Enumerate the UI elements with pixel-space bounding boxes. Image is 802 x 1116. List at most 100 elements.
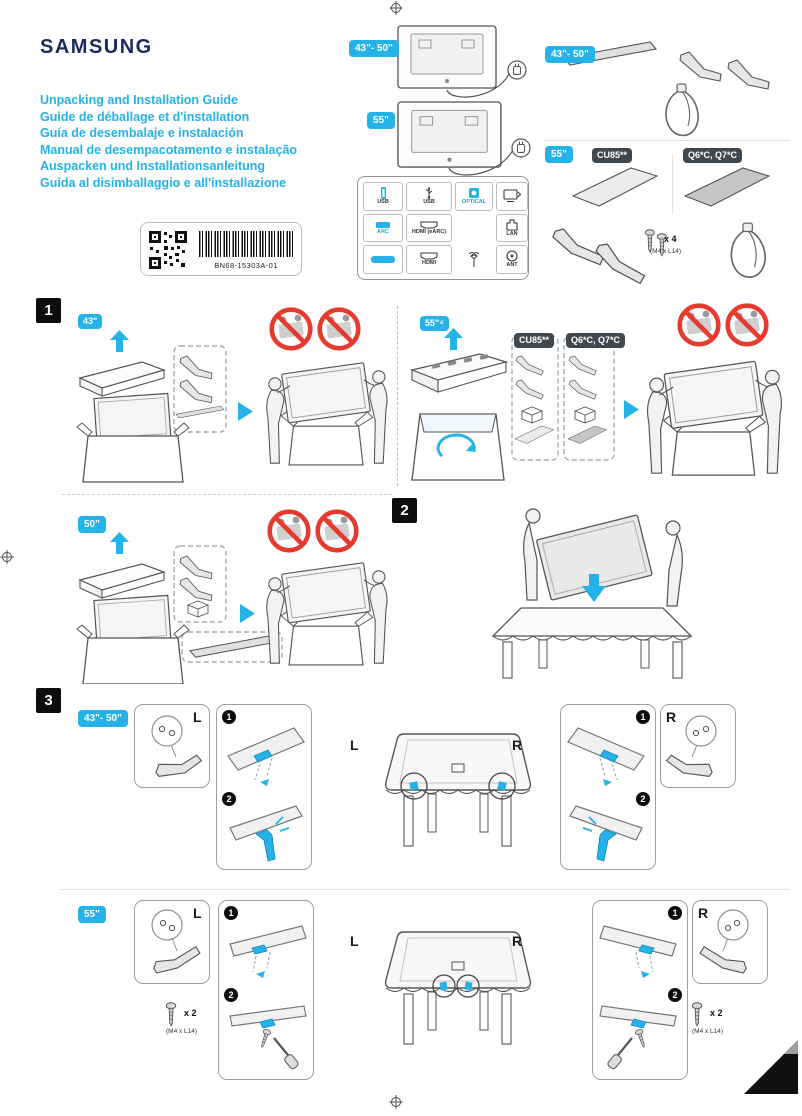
substep-1-badge-55: 1	[224, 906, 238, 920]
right-marker-detail-55: R	[698, 905, 709, 921]
substep-2-badge-55: 2	[224, 988, 238, 1002]
screw-stand-illustration-right-55	[596, 998, 680, 1076]
tv-back-diagram-43-50	[397, 25, 527, 98]
unboxing-illustration-50	[76, 532, 388, 684]
substep-1-badge-right: 1	[636, 710, 650, 724]
unboxing-illustration-43	[76, 330, 388, 483]
screw-qty-2-left: x 2	[184, 1008, 197, 1018]
no-touch-screen-icon-55	[676, 302, 722, 348]
unbox-model-badge-cu85: CU85**	[514, 333, 555, 348]
left-marker-table-4350: L	[350, 737, 359, 753]
screw-icon-right	[692, 1002, 703, 1027]
title-en: Unpacking and Installation Guide	[40, 93, 238, 107]
left-marker-detail-4350: L	[193, 709, 202, 725]
one-connect-port	[363, 245, 403, 274]
title-es: Guía de desembalaje e instalación	[40, 126, 244, 140]
title-de: Auspacken und Installationsanleitung	[40, 159, 266, 173]
size-badge-55: 55"	[367, 112, 395, 129]
screw-spec-right: (M4 x L14)	[692, 1028, 724, 1035]
stand-parts-43-50	[563, 41, 770, 137]
no-touch-screen-icon	[268, 306, 314, 352]
no-press-screen-icon-55	[724, 302, 770, 348]
part-number: BN68-15303A-01	[214, 261, 278, 270]
assembly-size-badge-43-50: 43"- 50"	[78, 710, 128, 727]
stands-size-badge-43-50: 43"- 50"	[545, 46, 595, 63]
tv-facedown-table-4350	[384, 733, 532, 847]
substep-2-badge-right: 2	[636, 792, 650, 806]
no-press-screen-icon-50	[314, 508, 360, 554]
no-touch-screen-icon-50	[266, 508, 312, 554]
model-badge-cu85: CU85**	[592, 148, 633, 163]
stand-plates-55	[572, 167, 770, 207]
arc-port: ARC	[363, 213, 403, 243]
no-press-screen-icon	[316, 306, 362, 352]
hdmi-earc-label: HDMI (eARC)	[411, 228, 447, 235]
optical-port-label: OPTICAL	[461, 199, 487, 206]
stands-divider	[545, 140, 790, 141]
panel-spacer	[455, 214, 493, 243]
attach-leg-illustration-left	[229, 805, 303, 862]
unbox-size-badge-50: 50"	[78, 516, 106, 533]
assembly-steps-box-right-4350	[560, 704, 656, 870]
screw-spec-top: (M4 x L14)	[650, 248, 682, 255]
barcode	[199, 231, 293, 257]
usb-port: USB	[363, 182, 403, 211]
stands-size-badge-55: 55"	[545, 146, 573, 163]
unboxing-illustration-55	[410, 328, 639, 482]
stand-detail-box-left-55	[134, 900, 210, 984]
registration-mark-left	[0, 550, 14, 564]
size-badge-43-50: 43"- 50"	[349, 40, 399, 57]
right-marker-table-4350: R	[512, 737, 523, 753]
title-fr: Guide de déballage et d'installation	[40, 109, 250, 124]
step-2-number: 2	[392, 498, 417, 523]
attach-neck-illustration-right	[567, 727, 645, 787]
section1-divider-vertical	[397, 306, 398, 486]
screw-spec-left: (M4 x L14)	[166, 1028, 198, 1035]
title-block: Unpacking and Installation Guide Guide d…	[40, 92, 297, 191]
attach-leg-illustration-right	[569, 805, 643, 862]
right-marker-table-55: R	[512, 933, 523, 949]
usb-port-label: USB	[377, 199, 389, 206]
step-1-number: 1	[36, 298, 61, 323]
connection-panel: USB USB OPTICAL ARC HDMI (eARC) LAN HDMI…	[357, 176, 529, 280]
hdmi-earc-port: HDMI (eARC)	[406, 213, 452, 243]
tv-back-diagram-55	[397, 101, 531, 176]
hdmi-port: HDMI	[406, 245, 452, 274]
unbox-size-badge-55: 55"⁴	[420, 316, 449, 331]
screw-qty-2-right: x 2	[710, 1008, 723, 1018]
screw-stand-illustration-left-55	[226, 998, 310, 1076]
registration-mark-bottom	[389, 1095, 403, 1109]
screw-qty-4: x 4	[664, 234, 677, 244]
page-corner-fold	[744, 1040, 798, 1094]
attach-neck-illustration-left	[227, 727, 305, 787]
usb-power-port: USB	[406, 182, 452, 211]
registration-mark-top	[389, 1, 403, 15]
usb-power-port-label: USB	[423, 199, 435, 206]
substep-2-badge: 2	[222, 792, 236, 806]
title-pt: Manual de desempacotamento e instalação	[40, 142, 298, 157]
section3-divider	[60, 889, 790, 890]
ant-port-label: ANT	[506, 262, 518, 269]
tv-facedown-table-55	[384, 931, 532, 1045]
stand-detail-box-right-55	[692, 900, 768, 984]
label-sticker: BN68-15303A-01	[140, 222, 302, 276]
antenna-icon	[455, 245, 493, 274]
hdmi-port-label: HDMI	[421, 260, 437, 267]
display-icon	[496, 182, 528, 211]
optical-port: OPTICAL	[455, 182, 493, 211]
lift-tv-illustration-55	[646, 360, 783, 476]
attach-neck-illustration-left-55	[229, 925, 307, 979]
samsung-logo: SAMSUNG	[40, 36, 153, 58]
left-marker-table-55: L	[350, 933, 359, 949]
place-tv-on-table-illustration	[492, 508, 692, 679]
ant-port: ANT	[496, 245, 528, 274]
assembly-size-badge-55: 55"	[78, 906, 106, 923]
model-badge-q6-q7: Q6*C, Q7*C	[683, 148, 743, 163]
stand-detail-box-left-4350	[134, 704, 210, 788]
substep-2-badge-right-55: 2	[668, 988, 682, 1002]
title-it: Guida al disimballaggio e all'installazi…	[40, 175, 287, 190]
left-marker-detail-55: L	[193, 905, 202, 921]
unbox-model-badge-q6-q7: Q6*C, Q7*C	[566, 333, 626, 348]
right-marker-detail-4350: R	[666, 709, 677, 725]
